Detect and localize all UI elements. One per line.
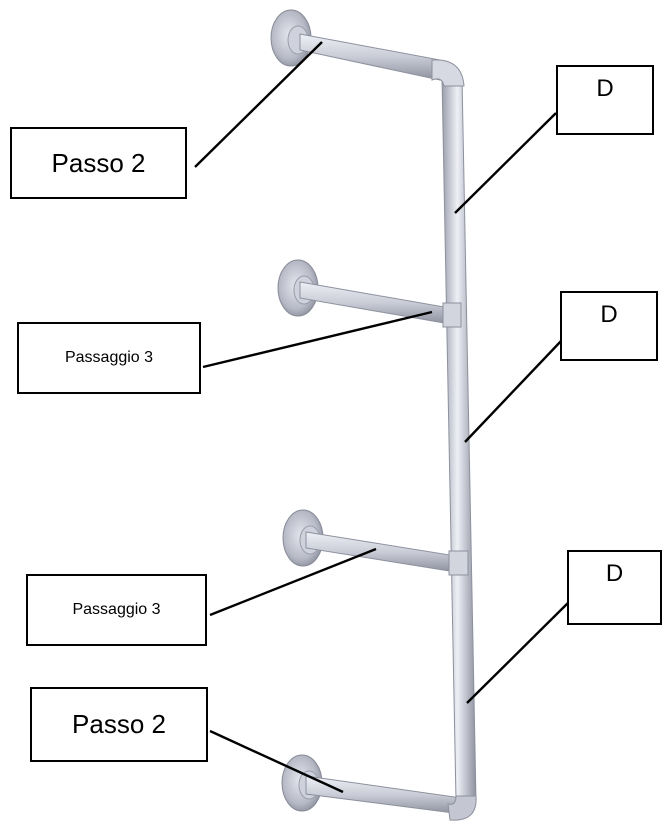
pipe-arm-top bbox=[299, 33, 441, 81]
leader-line-step-bottom bbox=[209, 729, 344, 794]
pipe-vertical bbox=[431, 59, 477, 821]
pipe-arm-upper-mid bbox=[299, 281, 451, 325]
pipe-arm-bottom bbox=[305, 775, 463, 815]
label-d-middle: D bbox=[560, 291, 658, 361]
pipe-arm-lower-mid bbox=[305, 531, 457, 573]
label-passage-3-upper: Passaggio 3 bbox=[17, 322, 201, 394]
label-passage-3-lower: Passaggio 3 bbox=[26, 574, 207, 646]
leader-line-step-top bbox=[194, 41, 323, 168]
leader-line-d-bottom bbox=[466, 596, 575, 704]
label-step-2-top: Passo 2 bbox=[10, 127, 187, 199]
label-step-2-bottom: Passo 2 bbox=[30, 687, 208, 762]
label-d-bottom: D bbox=[567, 550, 662, 625]
leader-line-d-middle bbox=[464, 339, 563, 443]
leader-line-d-top bbox=[454, 112, 557, 214]
leader-line-passage-lower bbox=[209, 547, 377, 617]
leader-line-passage-upper bbox=[202, 310, 433, 369]
label-d-top: D bbox=[556, 65, 654, 135]
leader-lines bbox=[194, 41, 575, 794]
